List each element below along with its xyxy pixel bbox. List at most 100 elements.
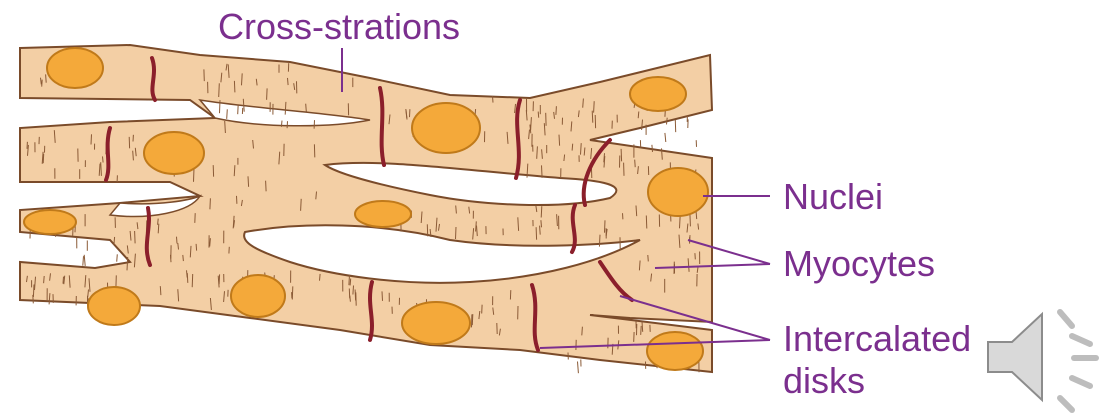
striation-tick xyxy=(594,101,595,112)
nucleus xyxy=(231,275,285,317)
striation-tick xyxy=(350,296,351,302)
striation-tick xyxy=(292,286,293,299)
intercalated-disk xyxy=(380,88,384,165)
intercalated-disks-label-line2: disks xyxy=(783,362,865,400)
striation-tick xyxy=(248,176,249,187)
striation-tick xyxy=(33,285,34,298)
striation-tick xyxy=(210,238,211,246)
striation-tick xyxy=(196,244,197,251)
striation-tick xyxy=(101,162,102,176)
striation-tick xyxy=(194,168,195,182)
striation-tick xyxy=(158,219,159,225)
intercalated-disk xyxy=(152,58,155,100)
striation-tick xyxy=(564,155,565,162)
striation-tick xyxy=(456,206,457,214)
striation-tick xyxy=(127,257,128,270)
intercalated-disk xyxy=(106,128,110,180)
striation-tick xyxy=(190,246,191,258)
myocytes-label: Myocytes xyxy=(783,245,935,283)
striation-tick xyxy=(556,106,557,115)
striation-tick xyxy=(621,149,622,161)
nucleus xyxy=(412,103,480,153)
striation-tick xyxy=(133,151,134,161)
striation-tick xyxy=(320,274,321,281)
striation-tick xyxy=(605,220,606,232)
striation-tick xyxy=(103,156,104,162)
striation-tick xyxy=(540,226,541,235)
striation-tick xyxy=(234,165,235,176)
striation-tick xyxy=(636,206,637,217)
striation-tick xyxy=(46,74,47,82)
striation-tick xyxy=(538,112,539,118)
striation-tick xyxy=(42,80,43,87)
striation-tick xyxy=(288,78,289,85)
striation-tick xyxy=(285,102,286,115)
intercalated-disk xyxy=(147,208,150,265)
striation-tick xyxy=(219,83,220,97)
striation-tick xyxy=(266,181,267,192)
striation-tick xyxy=(183,255,184,261)
striation-tick xyxy=(220,100,221,113)
striation-tick xyxy=(227,109,228,119)
striation-tick xyxy=(187,273,188,283)
nucleus xyxy=(647,332,703,370)
striation-tick xyxy=(584,148,585,156)
striation-tick xyxy=(592,111,593,123)
striation-tick xyxy=(537,146,538,158)
striation-tick xyxy=(135,231,136,243)
nucleus xyxy=(402,302,470,344)
striation-tick xyxy=(493,96,494,103)
striation-tick xyxy=(91,134,92,144)
striation-tick xyxy=(316,192,317,200)
striation-tick xyxy=(599,235,600,247)
nucleus xyxy=(648,168,708,216)
striation-tick xyxy=(536,227,537,240)
striation-tick xyxy=(652,145,653,152)
striation-tick xyxy=(301,199,302,211)
striation-tick xyxy=(44,276,45,283)
striation-tick xyxy=(281,121,282,127)
striation-tick xyxy=(63,277,64,284)
striation-tick xyxy=(559,135,560,146)
intercalated-disk xyxy=(370,282,372,340)
striation-tick xyxy=(638,112,639,119)
striation-tick xyxy=(177,237,178,244)
nucleus xyxy=(355,201,411,227)
striation-tick xyxy=(581,143,582,155)
striation-tick xyxy=(114,237,115,245)
striation-tick xyxy=(117,254,118,261)
striation-tick xyxy=(234,81,235,93)
nucleus xyxy=(24,210,76,234)
striation-tick xyxy=(306,104,307,112)
striation-tick xyxy=(582,327,583,336)
striation-tick xyxy=(225,121,226,133)
striation-tick xyxy=(578,362,579,374)
striation-tick xyxy=(667,118,668,125)
intercalated-disks-label-line1: Intercalated xyxy=(783,320,971,358)
cross-striations-label: Cross-strations xyxy=(218,8,460,46)
striation-tick xyxy=(698,224,699,230)
striation-tick xyxy=(572,144,573,151)
striation-tick xyxy=(642,322,643,332)
intercalated-disk xyxy=(516,100,520,178)
speaker-icon[interactable] xyxy=(980,300,1105,415)
striation-tick xyxy=(210,198,211,209)
striation-tick xyxy=(178,243,179,250)
striation-tick xyxy=(84,255,85,266)
striation-tick xyxy=(639,261,640,271)
striation-tick xyxy=(267,88,268,99)
striation-tick xyxy=(83,256,84,266)
striation-tick xyxy=(160,286,161,295)
striation-tick xyxy=(349,275,350,286)
striation-tick xyxy=(541,206,542,217)
nucleus xyxy=(144,132,204,174)
nuclei-label: Nuclei xyxy=(783,178,883,216)
striation-tick xyxy=(456,227,457,239)
striation-tick xyxy=(242,73,243,85)
striation-tick xyxy=(646,216,647,229)
nucleus xyxy=(630,77,686,111)
striation-tick xyxy=(192,274,193,287)
striation-tick xyxy=(665,133,666,142)
striation-tick xyxy=(353,286,354,295)
nucleus xyxy=(47,48,103,88)
